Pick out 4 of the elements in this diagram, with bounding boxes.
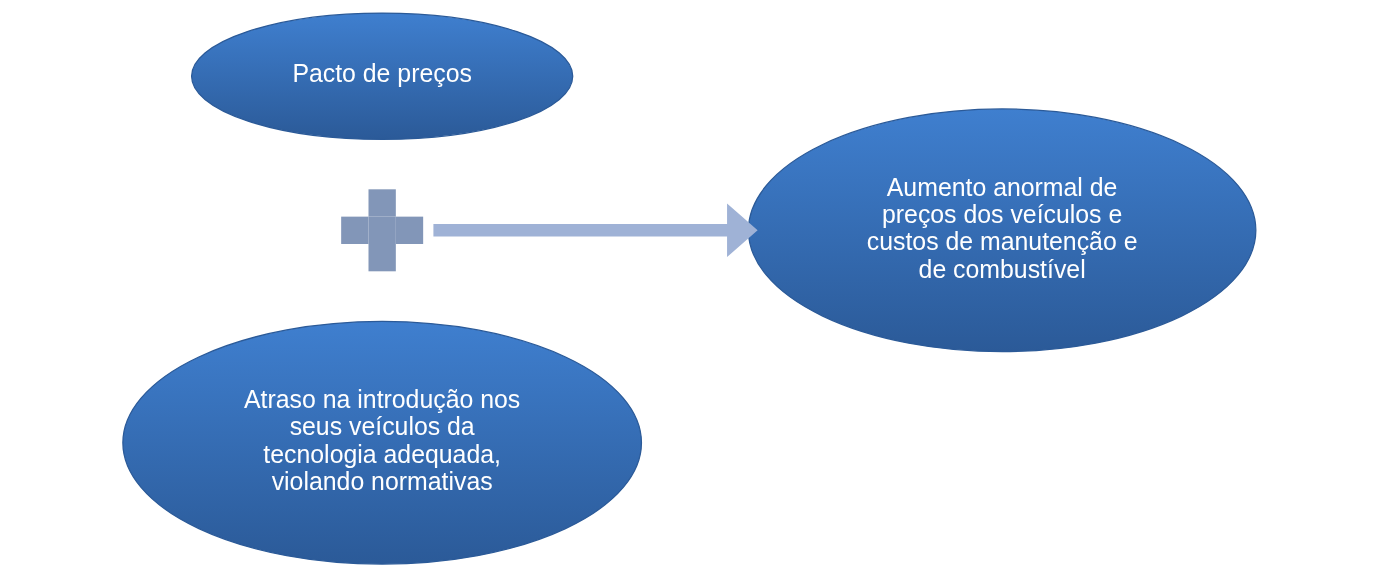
node-ellipse: Atraso na introdução nos seus veículos da tecnologia adequada, violando normativas	[121, 320, 642, 565]
node-ellipse: Pacto de preços	[190, 12, 573, 140]
node-ellipse: Aumento anormal de preços dos veículos e custos de manutenção e de combustível	[747, 108, 1256, 353]
arrow	[432, 203, 758, 258]
